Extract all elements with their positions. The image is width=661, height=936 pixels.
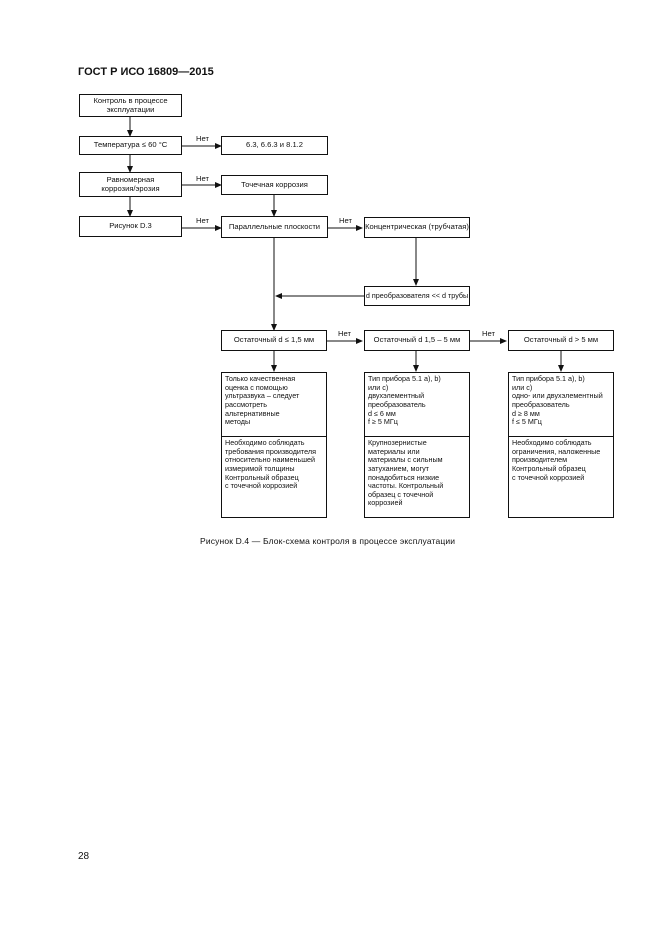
no-label-res1: Нет: [338, 329, 351, 338]
temperature-box: Температура ≤ 60 °С: [79, 136, 182, 155]
reference-box: 6.3, 6.6.3 и 8.1.2: [221, 136, 328, 155]
result-1-bottom: Необходимо соблюдать требования производ…: [222, 436, 326, 493]
no-label-res2: Нет: [482, 329, 495, 338]
no-label-temp: Нет: [196, 134, 209, 143]
result-box-1: Только качественная оценка с помощью уль…: [221, 372, 327, 518]
document-header: ГОСТ Р ИСО 16809—2015: [78, 66, 214, 78]
start-box: Контроль в процессе эксплуатации: [79, 94, 182, 117]
no-label-parallel: Нет: [339, 216, 352, 225]
residual-box-1: Остаточный d ≤ 1,5 мм: [221, 330, 327, 351]
residual-box-2: Остаточный d 1,5 – 5 мм: [364, 330, 470, 351]
pitting-box: Точечная коррозия: [221, 175, 328, 195]
no-label-corrosion: Нет: [196, 174, 209, 183]
concentric-box: Концентрическая (трубчатая): [364, 217, 470, 238]
parallel-box: Параллельные плоскости: [221, 216, 328, 238]
result-2-bottom: Крупнозернистые материалы или материалы …: [365, 436, 469, 510]
residual-box-3: Остаточный d > 5 мм: [508, 330, 614, 351]
result-box-2: Тип прибора 5.1 а), b) или с) двухэлемен…: [364, 372, 470, 518]
figure-caption: Рисунок D.4 — Блок-схема контроля в проц…: [200, 536, 456, 546]
result-3-top: Тип прибора 5.1 а), b) или с) одно- или …: [512, 374, 603, 427]
result-3-bottom: Необходимо соблюдать ограничения, наложе…: [509, 436, 613, 484]
no-label-fig: Нет: [196, 216, 209, 225]
result-box-3: Тип прибора 5.1 а), b) или с) одно- или …: [508, 372, 614, 518]
figure-d3-box: Рисунок D.3: [79, 216, 182, 237]
uniform-corrosion-box: Равномерная коррозия/эрозия: [79, 172, 182, 197]
result-1-top: Только качественная оценка с помощью уль…: [225, 374, 300, 427]
page-number: 28: [78, 851, 90, 862]
d-transducer-box: d преобразователя << d трубы: [364, 286, 470, 306]
result-2-top: Тип прибора 5.1 а), b) или с) двухэлемен…: [368, 374, 441, 427]
